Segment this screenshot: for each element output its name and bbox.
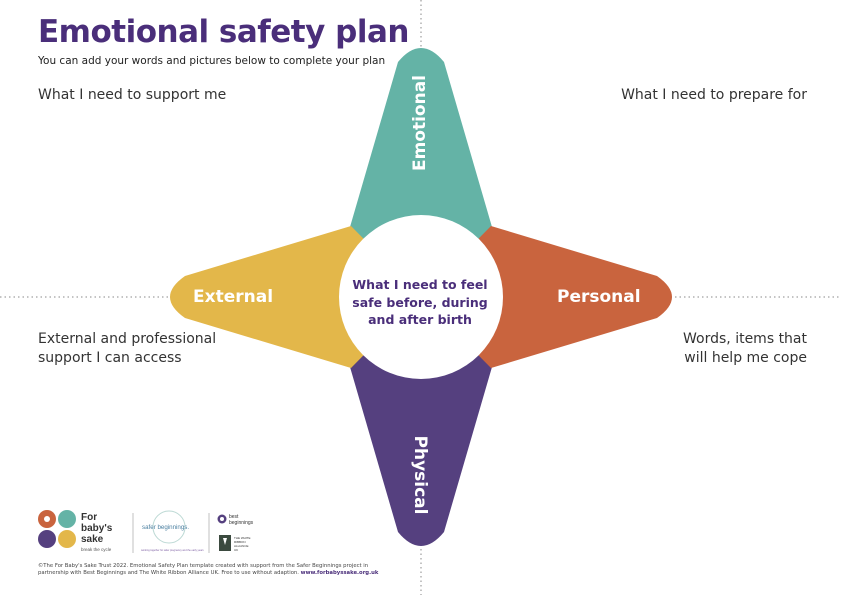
petal-label-emotional: Emotional <box>410 74 430 172</box>
safer-beginnings-logo: safer beginnings. working together for s… <box>141 510 204 552</box>
fbs-logo-line1: For <box>81 512 97 523</box>
prompt-cope-line-1: Words, items that <box>683 331 807 347</box>
wra-logo-line2: RIBBON <box>234 540 246 544</box>
fbs-logo-line2: baby's <box>81 523 113 534</box>
prompt-support-me: What I need to support me <box>38 87 227 103</box>
fbs-logo-line3: sake <box>81 534 104 545</box>
prompt-cope-items: Words, items that will help me cope <box>683 330 807 368</box>
petal-label-external: External <box>193 287 274 307</box>
center-heading: What I need to feel safe before, during … <box>342 276 498 329</box>
center-circle <box>339 215 503 379</box>
white-ribbon-alliance-logo: THE WHITE RIBBON ALLIANCE UK <box>219 535 251 552</box>
footer-credit: ©The For Baby's Sake Trust 2022. Emotion… <box>38 563 418 577</box>
footer-line-2-text: partnership with Best Beginnings and The… <box>38 570 299 577</box>
footer-line-2: partnership with Best Beginnings and The… <box>38 570 418 577</box>
center-line-1: What I need to feel <box>352 277 488 292</box>
center-line-3: and after birth <box>368 312 472 327</box>
page-title: Emotional safety plan <box>38 14 409 50</box>
prompt-external-support: External and professional support I can … <box>38 330 216 368</box>
wra-logo-line3: ALLIANCE <box>234 544 249 548</box>
for-babys-sake-logo: For baby's sake break the cycle <box>38 510 113 552</box>
petal-label-personal: Personal <box>557 287 641 307</box>
fbs-logo-tagline: break the cycle <box>81 547 112 552</box>
prompt-prepare-for: What I need to prepare for <box>621 87 807 103</box>
prompt-external-line-1: External and professional <box>38 331 217 347</box>
footer-link[interactable]: www.forbabyssake.org.uk <box>300 570 379 577</box>
wra-logo-line4: UK <box>234 548 238 552</box>
safer-logo-tagline: working together for safer pregnancy and… <box>141 549 204 552</box>
best-beginnings-logo: best beginnings <box>217 514 254 526</box>
best-logo-line1: best <box>229 514 239 520</box>
prompt-cope-line-2: will help me cope <box>684 350 807 366</box>
center-line-2: safe before, during <box>352 294 488 310</box>
page-subtitle: You can add your words and pictures belo… <box>38 55 386 67</box>
footer-line-1: ©The For Baby's Sake Trust 2022. Emotion… <box>38 563 369 569</box>
best-logo-line2: beginnings <box>229 520 254 526</box>
logo-strip: For baby's sake break the cycle safer be… <box>38 510 254 553</box>
wra-logo-line1: THE WHITE <box>234 536 251 540</box>
safer-logo-name: safer beginnings. <box>142 524 189 531</box>
petal-label-physical: Physical <box>410 435 430 515</box>
prompt-external-line-2: support I can access <box>38 350 182 366</box>
